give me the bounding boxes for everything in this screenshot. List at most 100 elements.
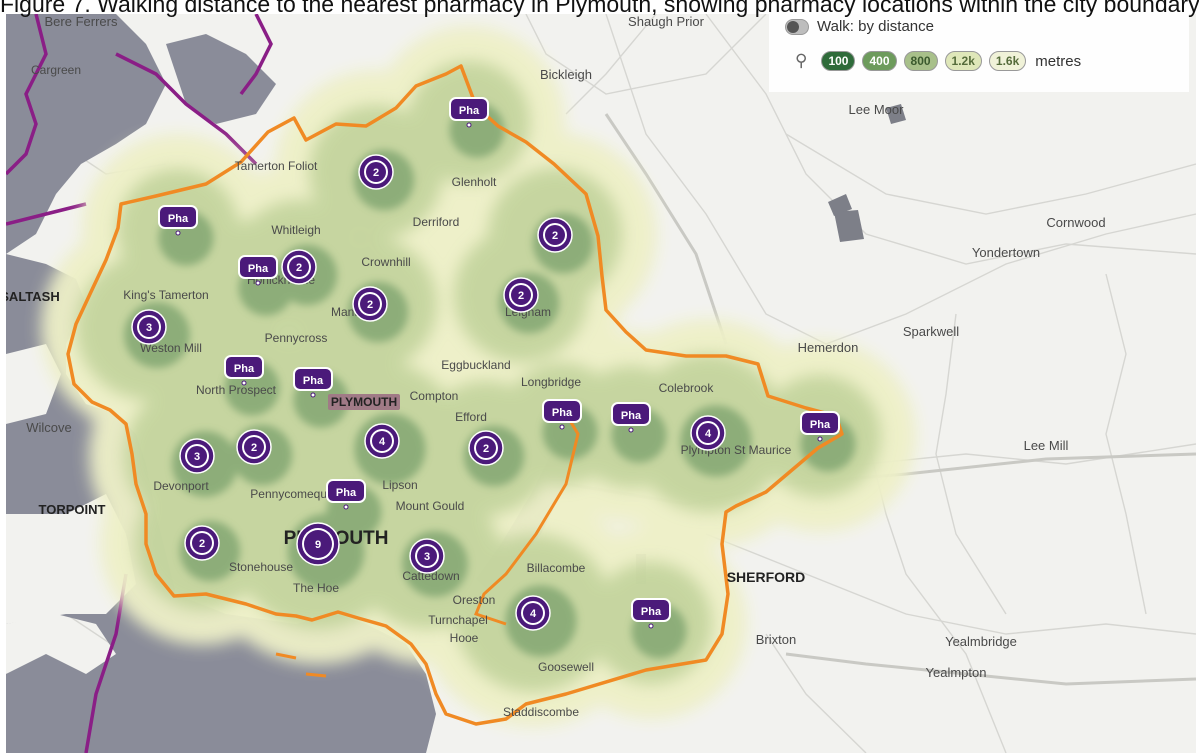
cluster-marker[interactable]: 9 xyxy=(296,522,340,566)
place-label: Derriford xyxy=(413,215,460,229)
cluster-marker[interactable]: 2 xyxy=(352,286,388,322)
pharmacy-badge xyxy=(326,479,366,503)
place-label: Stonehouse xyxy=(229,560,293,574)
plymouth-inner-boundary xyxy=(474,413,580,626)
walk-toggle[interactable] xyxy=(785,18,809,35)
cluster-count: 9 xyxy=(315,539,321,551)
cluster-core xyxy=(511,285,531,305)
cluster-core xyxy=(187,446,207,466)
place-label: Efford xyxy=(455,410,487,424)
pharmacy-marker[interactable]: Pha xyxy=(238,255,278,286)
cluster-marker[interactable]: 2 xyxy=(503,277,539,313)
place-label: Brixton xyxy=(756,632,796,647)
place-label: Lee Mill xyxy=(1024,438,1069,453)
pharmacy-cluster-markers: 2 2 2 2 2 3 4 2 2 4 3 9 2 3 4 xyxy=(131,154,726,631)
cluster-marker[interactable]: 4 xyxy=(690,415,726,451)
cluster-core xyxy=(698,423,718,443)
place-label: Yondertown xyxy=(972,245,1040,260)
cluster-marker[interactable]: 4 xyxy=(364,423,400,459)
cluster-core xyxy=(476,438,496,458)
pharmacy-marker[interactable]: Pha xyxy=(224,355,264,386)
place-label: Devonport xyxy=(153,479,209,493)
pharmacy-label: Pha xyxy=(234,363,255,375)
pharmacy-label: Pha xyxy=(459,105,480,117)
pharmacy-badge xyxy=(542,399,582,423)
pharmacy-label: Pha xyxy=(641,606,662,618)
cluster-count: 4 xyxy=(705,428,712,440)
pharmacy-badge xyxy=(238,255,278,279)
pharmacy-marker[interactable]: Pha xyxy=(542,399,582,430)
pharmacy-label: Pha xyxy=(621,410,642,422)
pharmacy-label: Pha xyxy=(168,213,189,225)
cluster-marker[interactable]: 4 xyxy=(515,595,551,631)
place-label: Turnchapel xyxy=(428,613,488,627)
cluster-count: 4 xyxy=(379,436,386,448)
cluster-core xyxy=(360,294,380,314)
cluster-core xyxy=(289,257,309,277)
place-label: Staddiscombe xyxy=(503,705,579,719)
legend-band-100[interactable]: 100 xyxy=(821,51,856,71)
pharmacy-badge xyxy=(611,402,651,426)
figure-caption: Figure 7. Walking distance to the neares… xyxy=(0,0,1199,17)
place-label: Crownhill xyxy=(361,255,410,269)
pharmacy-point xyxy=(175,230,181,236)
sea-inlet xyxy=(166,34,276,124)
cluster-core xyxy=(417,546,437,566)
pharmacy-label: Pha xyxy=(336,487,357,499)
pharmacy-point xyxy=(310,392,316,398)
pharmacy-marker[interactable]: Pha xyxy=(158,205,198,236)
place-label: North Prospect xyxy=(196,383,277,397)
legend-band-800[interactable]: 800 xyxy=(903,51,938,71)
legend-band-1.6k[interactable]: 1.6k xyxy=(988,51,1027,71)
pharmacy-point xyxy=(255,280,261,286)
place-label: Lipson xyxy=(382,478,417,492)
pharmacy-marker[interactable]: Pha xyxy=(449,97,489,128)
place-label: Shaugh Prior xyxy=(628,14,705,29)
pharmacy-marker[interactable]: Pha xyxy=(293,367,333,398)
cluster-marker[interactable]: 3 xyxy=(179,438,215,474)
pharmacy-marker[interactable]: Pha xyxy=(800,411,840,442)
cluster-count: 2 xyxy=(251,442,257,454)
pharmacy-marker[interactable]: Pha xyxy=(631,598,671,629)
pharmacy-badge xyxy=(800,411,840,435)
cluster-marker[interactable]: 3 xyxy=(409,538,445,574)
pharmacy-badge xyxy=(449,97,489,121)
legend-band-1.2k[interactable]: 1.2k xyxy=(944,51,982,71)
cluster-core xyxy=(366,162,386,182)
city-label-box xyxy=(328,394,400,410)
cluster-marker[interactable]: 3 xyxy=(131,309,167,345)
cluster-marker[interactable]: 2 xyxy=(236,429,272,465)
cluster-count: 4 xyxy=(530,608,537,620)
cluster-count: 3 xyxy=(424,551,430,563)
cluster-count: 2 xyxy=(296,262,302,274)
cluster-marker[interactable]: 2 xyxy=(358,154,394,190)
cluster-marker[interactable]: 2 xyxy=(537,217,573,253)
place-label: Yealmbridge xyxy=(945,634,1017,649)
pharmacy-marker[interactable]: Pha xyxy=(611,402,651,433)
place-label: SHERFORD xyxy=(727,569,806,585)
pharmacy-badge xyxy=(158,205,198,229)
legend-band-400[interactable]: 400 xyxy=(862,51,897,71)
plymouth-city-boundary xyxy=(66,64,844,726)
cluster-count: 2 xyxy=(199,538,205,550)
place-label: Weston Mill xyxy=(140,341,202,355)
pharmacy-marker[interactable]: Pha xyxy=(326,479,366,510)
cluster-marker[interactable]: 2 xyxy=(468,430,504,466)
cluster-core xyxy=(244,437,264,457)
place-label: Cornwood xyxy=(1046,215,1105,230)
place-label: Glenholt xyxy=(452,175,497,189)
pharmacy-label: Pha xyxy=(810,419,831,431)
cluster-core xyxy=(545,225,565,245)
cluster-marker[interactable]: 2 xyxy=(184,525,220,561)
pharmacy-point xyxy=(648,623,654,629)
place-label: Lee Moor xyxy=(849,102,905,117)
cluster-count: 2 xyxy=(518,290,524,302)
place-label: Pennycomequick xyxy=(250,487,342,501)
pharmacy-point xyxy=(241,380,247,386)
cluster-marker[interactable]: 2 xyxy=(281,249,317,285)
cluster-count: 3 xyxy=(194,451,200,463)
